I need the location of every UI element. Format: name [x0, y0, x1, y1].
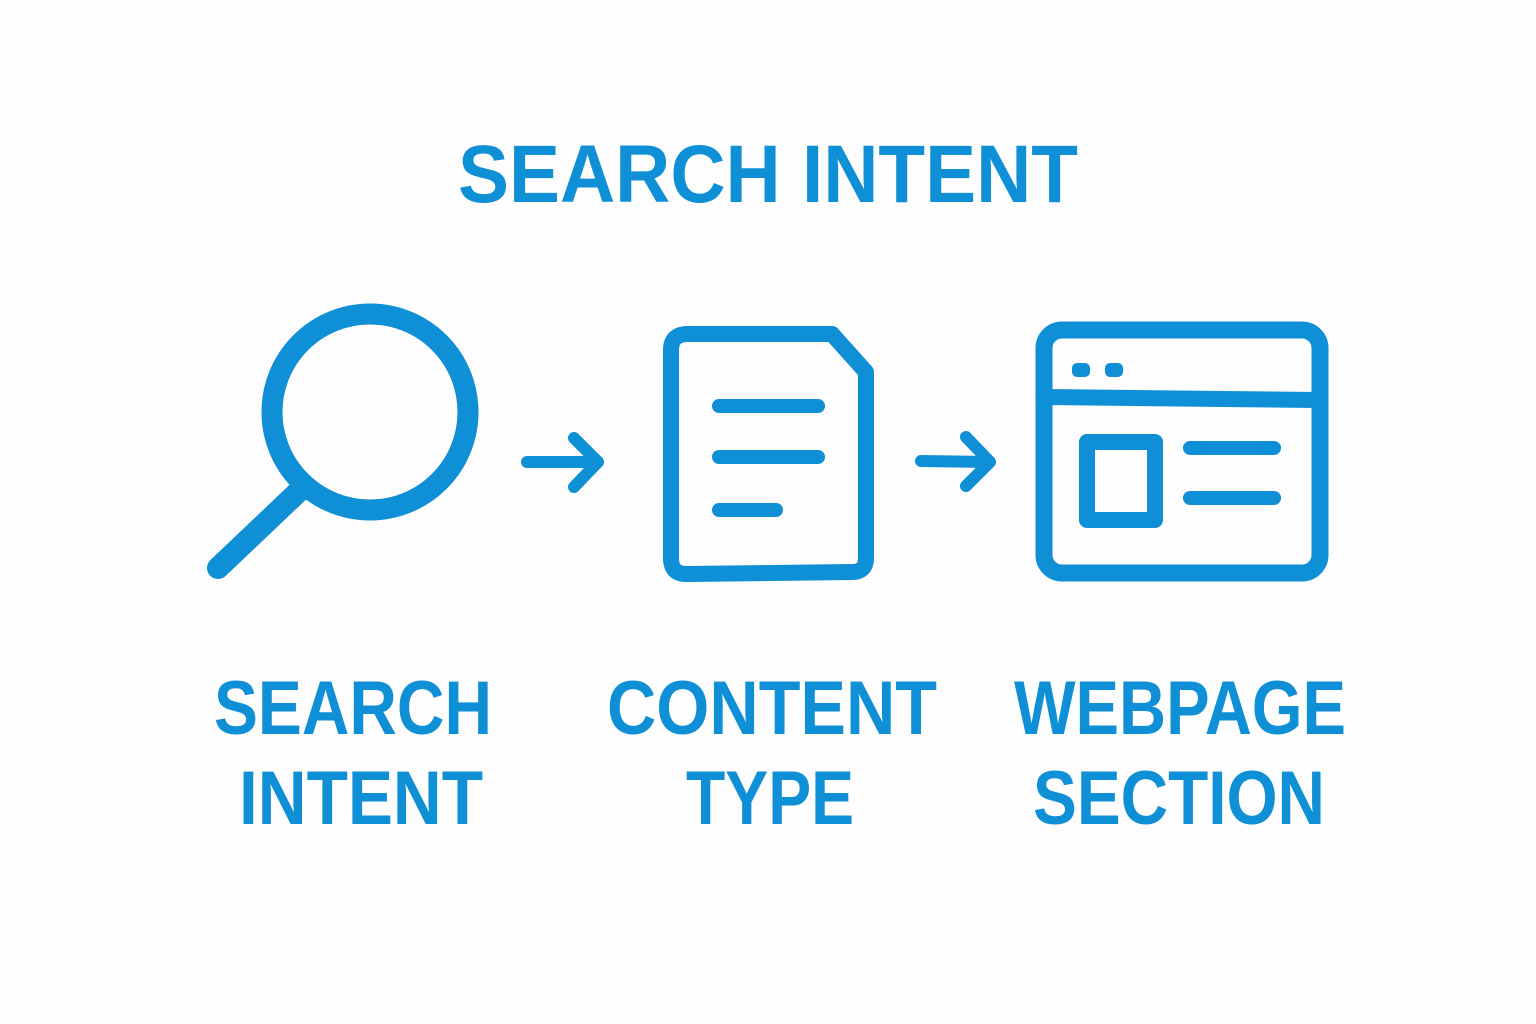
arrow-right-icon	[521, 432, 604, 493]
step-label-line: SECTION	[1033, 756, 1325, 841]
browser-window-icon	[1035, 321, 1329, 582]
step-label-line: TYPE	[686, 756, 854, 841]
document-icon	[663, 326, 874, 582]
step-label-search-intent: SEARCH INTENT	[214, 666, 492, 841]
window-dot	[1105, 363, 1123, 377]
window-dot	[1072, 363, 1090, 377]
magnifier-icon	[207, 303, 479, 579]
arrow-right-icon	[915, 431, 996, 492]
step-label-content-type: CONTENT TYPE	[607, 666, 937, 841]
step-label-line: INTENT	[239, 756, 483, 841]
step-label-line: WEBPAGE	[1014, 666, 1346, 751]
diagram-title: SEARCH INTENT	[458, 129, 1078, 220]
step-label-webpage-section: WEBPAGE SECTION	[1014, 666, 1346, 841]
step-label-line: CONTENT	[607, 666, 937, 751]
step-label-line: SEARCH	[214, 666, 492, 751]
